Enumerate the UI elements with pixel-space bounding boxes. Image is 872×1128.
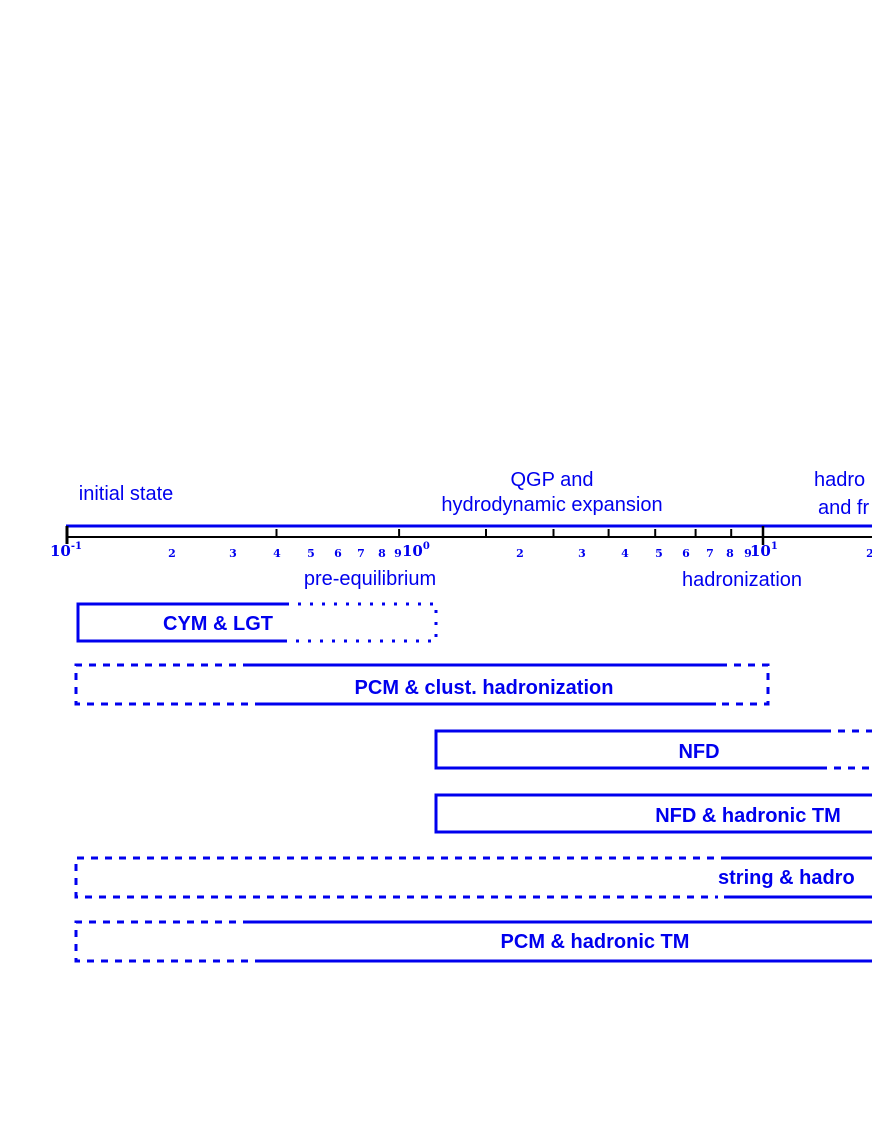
- model-box-cym-lgt: [76, 602, 438, 643]
- minor-tick-label: 4: [621, 547, 629, 560]
- minor-tick-label: 8: [726, 547, 734, 560]
- model-label-pcm-hadronic-tm: PCM & hadronic TM: [501, 931, 690, 953]
- model-box-nfd: [434, 729, 872, 770]
- minor-tick-label: 6: [334, 547, 342, 560]
- phase-label-initial-state: initial state: [79, 483, 174, 505]
- phase-label-hadronic-line2: and fr: [818, 497, 869, 519]
- minor-tick-label: 3: [578, 547, 586, 560]
- time-axis: [65, 524, 872, 545]
- phase-label-hadronization: hadronization: [682, 569, 802, 591]
- decade-label-1: 10-1: [50, 541, 82, 560]
- minor-tick-label: 9: [394, 547, 402, 560]
- minor-tick-label: 7: [706, 547, 714, 560]
- minor-tick-label: 2: [168, 547, 176, 560]
- model-label-string-hadronic: string & hadro: [718, 867, 855, 889]
- decade-label-2: 100: [402, 541, 430, 560]
- minor-tick-label: 6: [682, 547, 690, 560]
- axis-ticks: [275, 526, 765, 545]
- model-label-pcm-cluster: PCM & clust. hadronization: [355, 677, 614, 699]
- minor-tick-label: 9: [744, 547, 752, 560]
- phase-label-qgp-line2: hydrodynamic expansion: [441, 494, 662, 516]
- minor-tick-label: 2: [866, 547, 872, 560]
- minor-tick-label: 5: [655, 547, 663, 560]
- minor-tick-label: 7: [357, 547, 365, 560]
- model-label-nfd: NFD: [678, 741, 719, 763]
- phase-label-qgp-line1: QGP and: [510, 469, 593, 491]
- decade-label-3: 101: [750, 541, 778, 560]
- phase-label-pre-equilibrium: pre-equilibrium: [304, 568, 436, 590]
- model-label-nfd-hadronic-tm: NFD & hadronic TM: [655, 805, 841, 827]
- model-box-pcm-hadronic-tm: [74, 920, 872, 963]
- minor-tick-label: 8: [378, 547, 386, 560]
- model-box-pcm-cluster: [74, 663, 770, 706]
- minor-tick-label: 5: [307, 547, 315, 560]
- model-box-nfd-hadronic-tm: [434, 793, 872, 834]
- minor-tick-label: 3: [229, 547, 237, 560]
- minor-tick-label: 4: [273, 547, 281, 560]
- minor-tick-label: 2: [516, 547, 524, 560]
- model-label-cym-lgt: CYM & LGT: [163, 613, 273, 635]
- phase-label-hadronic-line1: hadro: [814, 469, 865, 491]
- model-box-string-hadronic: [74, 856, 872, 899]
